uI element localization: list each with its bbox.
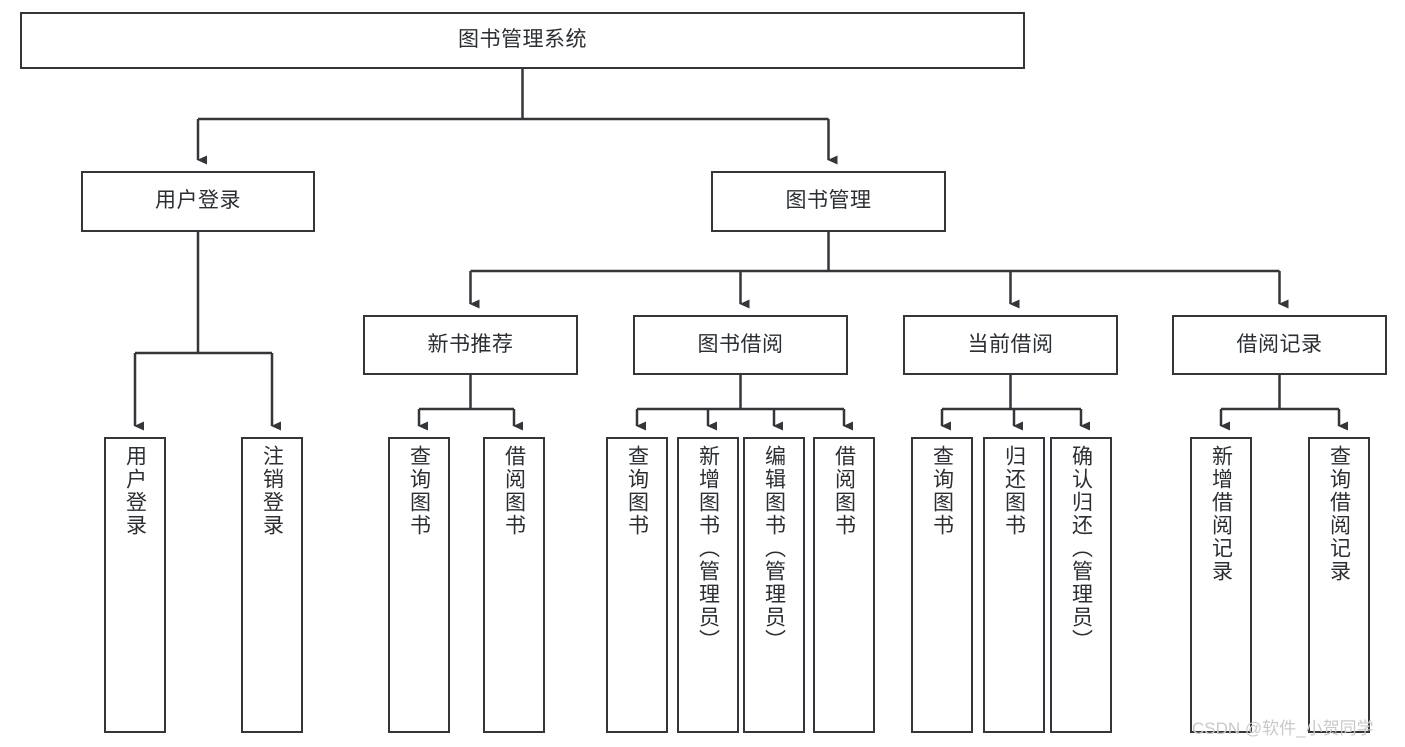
node-book-management[interactable]: 图书管理: [711, 171, 946, 232]
leaf-query-book-1[interactable]: 查询图书: [388, 437, 450, 733]
node-borrow-record[interactable]: 借阅记录: [1172, 315, 1387, 375]
node-label: 查询图书: [407, 445, 431, 537]
leaf-confirm-return[interactable]: 确认归还（管理员）: [1050, 437, 1112, 733]
leaf-borrow-book-1[interactable]: 借阅图书: [483, 437, 545, 733]
leaf-add-record[interactable]: 新增借阅记录: [1190, 437, 1252, 733]
node-user-login[interactable]: 用户登录: [81, 171, 315, 232]
node-label: 借阅记录: [1236, 332, 1323, 356]
leaf-query-book-3[interactable]: 查询图书: [911, 437, 973, 733]
leaf-user-logout[interactable]: 注销登录: [241, 437, 303, 733]
node-label: 归还图书: [1002, 445, 1026, 537]
node-label: 查询图书: [625, 445, 649, 537]
node-label: 新增图书（管理员）: [696, 445, 720, 652]
node-label: 新书推荐: [427, 332, 514, 356]
node-book-borrow[interactable]: 图书借阅: [633, 315, 848, 375]
leaf-add-book[interactable]: 新增图书（管理员）: [677, 437, 739, 733]
connector-group: [133, 69, 1348, 431]
node-label: 图书管理系统: [458, 28, 587, 52]
node-label: 当前借阅: [967, 332, 1054, 356]
node-label: 借阅图书: [832, 445, 856, 537]
node-label: 确认归还（管理员）: [1069, 445, 1093, 652]
node-label: 图书管理: [785, 189, 872, 213]
csdn-watermark: CSDN @软件_小贺同学: [1192, 719, 1374, 738]
node-label: 编辑图书（管理员）: [762, 445, 786, 652]
node-new-book-recommend[interactable]: 新书推荐: [363, 315, 578, 375]
node-root-book-management-system[interactable]: 图书管理系统: [20, 12, 1025, 69]
leaf-query-record[interactable]: 查询借阅记录: [1308, 437, 1370, 733]
node-label: 注销登录: [260, 445, 284, 537]
node-label: 新增借阅记录: [1209, 445, 1233, 583]
leaf-user-login[interactable]: 用户登录: [104, 437, 166, 733]
leaf-borrow-book-2[interactable]: 借阅图书: [813, 437, 875, 733]
node-label: 图书借阅: [697, 332, 784, 356]
node-label: 查询借阅记录: [1327, 445, 1351, 583]
leaf-edit-book[interactable]: 编辑图书（管理员）: [743, 437, 805, 733]
node-label: 用户登录: [123, 445, 147, 537]
node-label: 查询图书: [930, 445, 954, 537]
leaf-return-book[interactable]: 归还图书: [983, 437, 1045, 733]
leaf-query-book-2[interactable]: 查询图书: [606, 437, 668, 733]
node-label: 用户登录: [155, 189, 241, 213]
node-label: 借阅图书: [502, 445, 526, 537]
node-current-borrow[interactable]: 当前借阅: [903, 315, 1118, 375]
